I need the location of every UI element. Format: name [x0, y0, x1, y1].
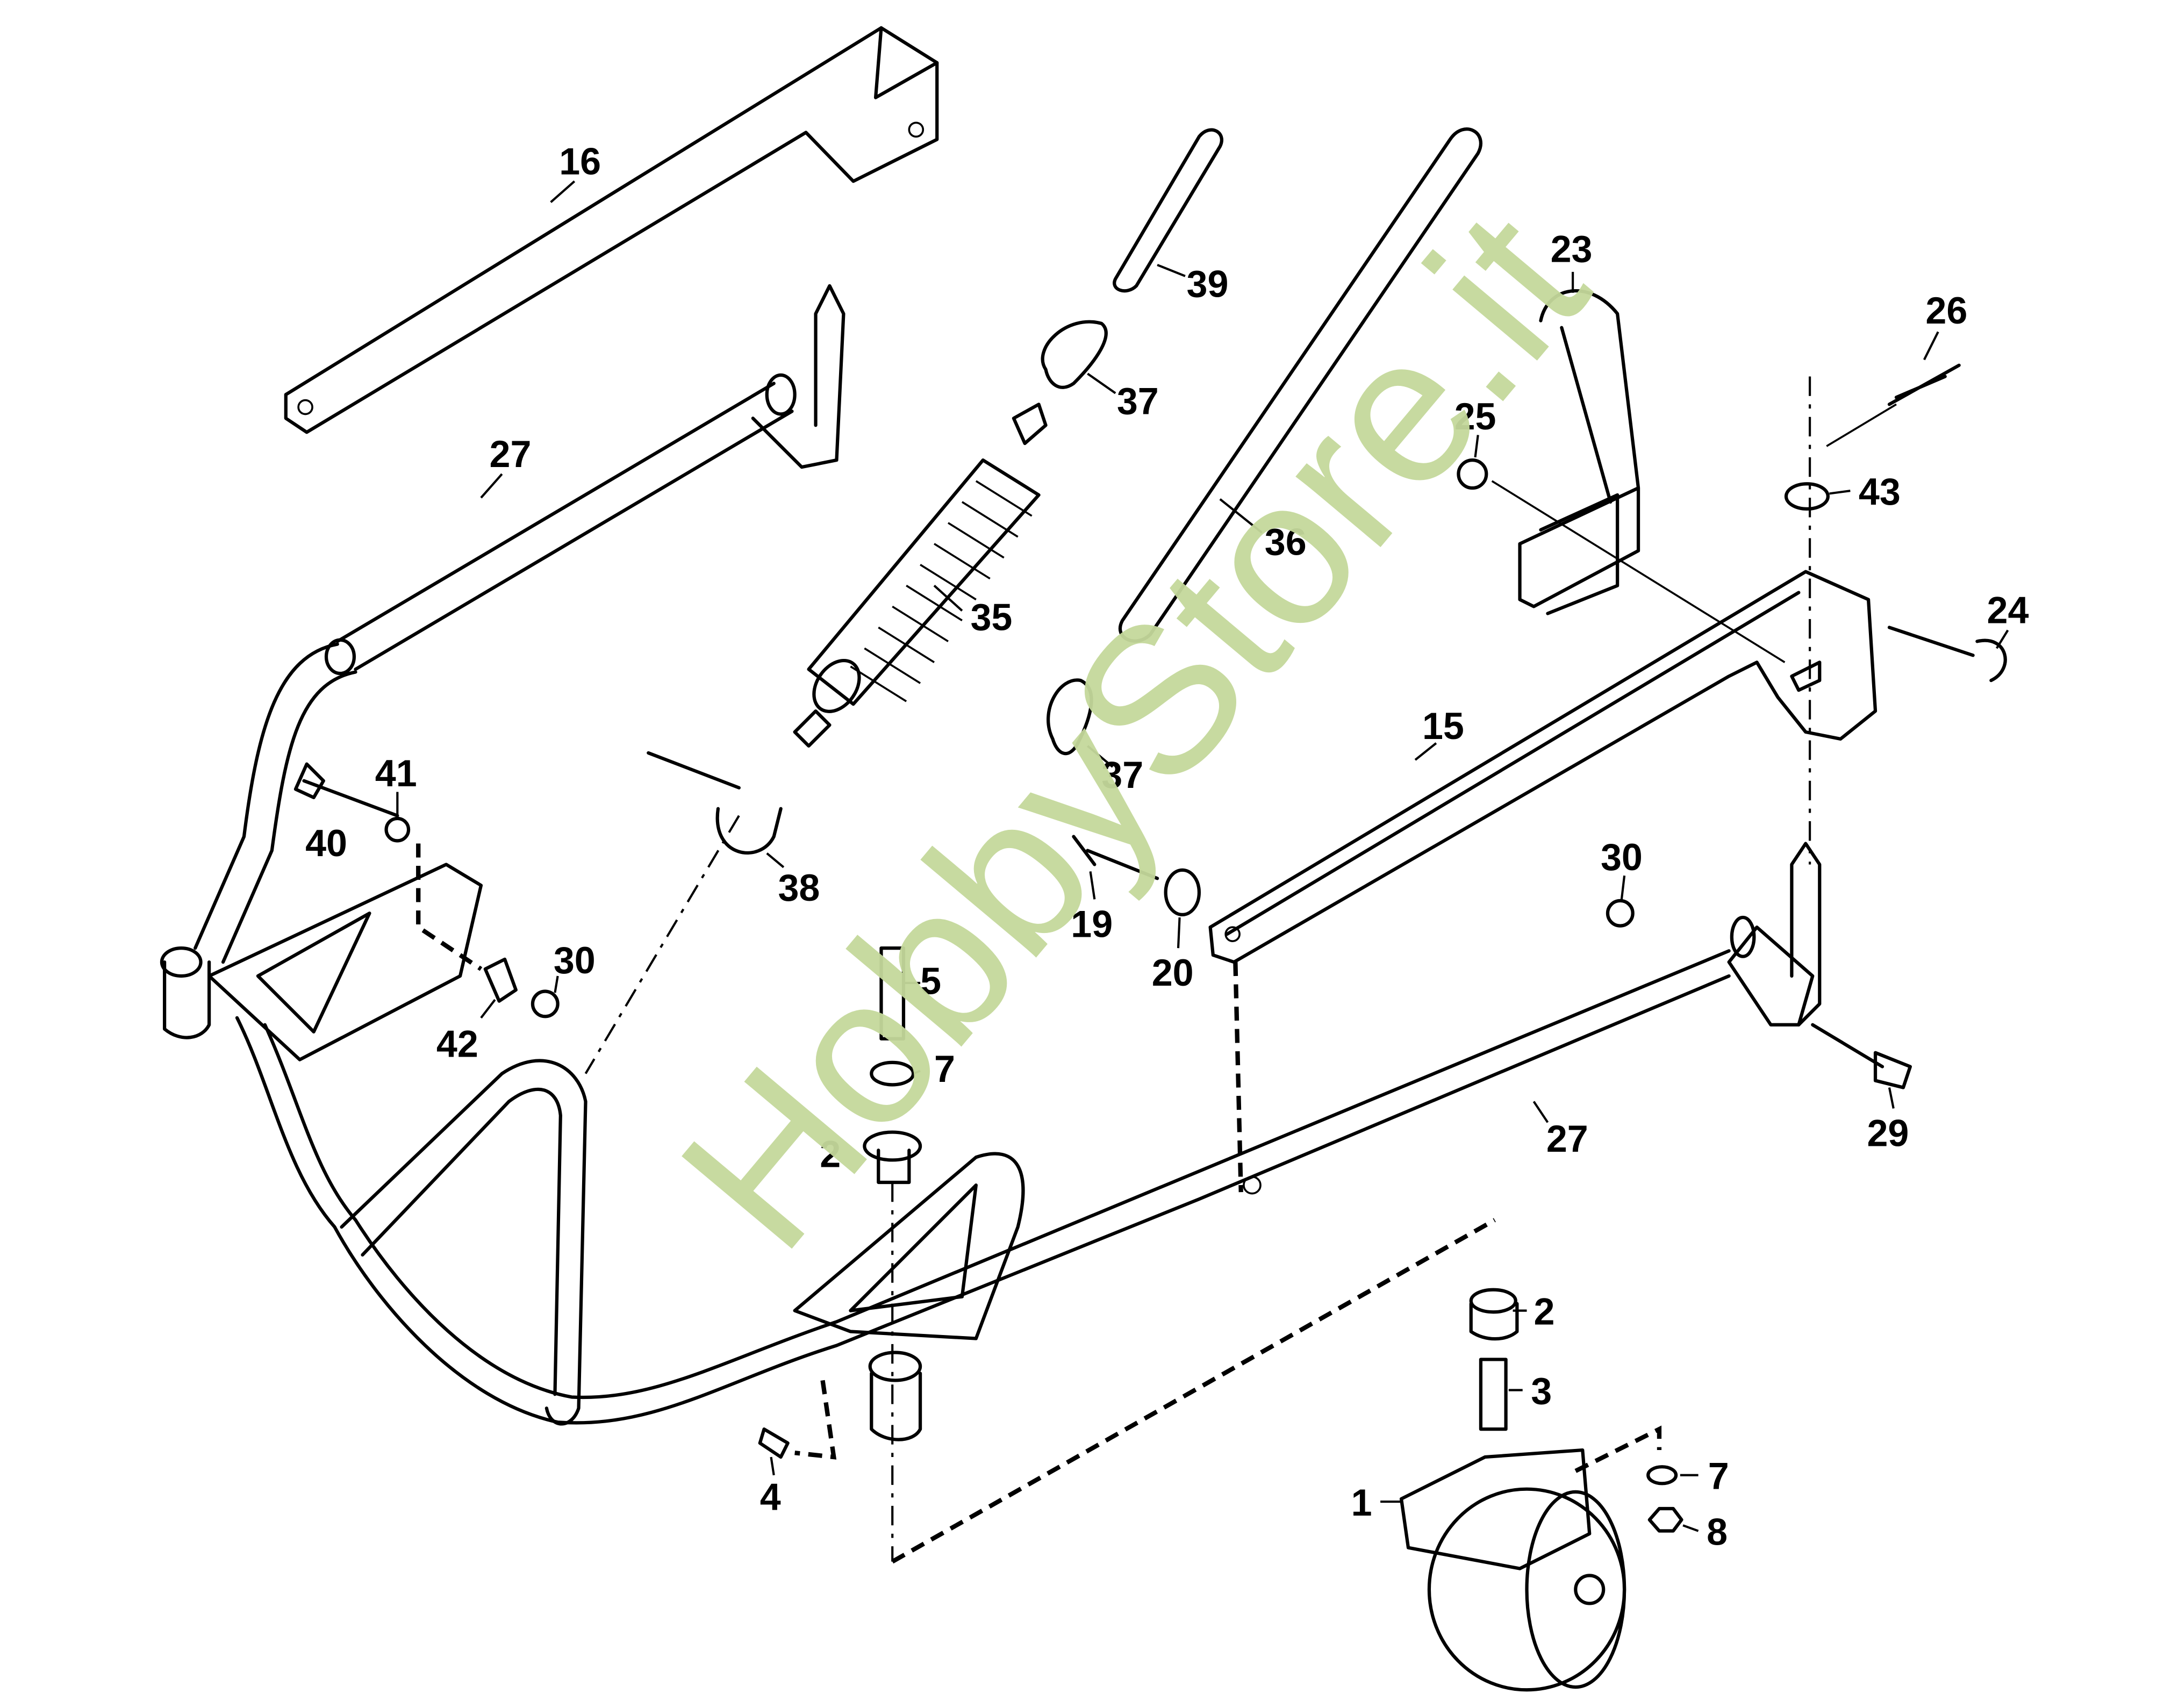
- label-40: 40: [305, 822, 347, 864]
- label-27-upper: 27: [490, 433, 532, 475]
- label-23: 23: [1551, 228, 1593, 270]
- label-43: 43: [1859, 471, 1901, 513]
- label-3: 3: [1531, 1370, 1552, 1412]
- label-20: 20: [1152, 952, 1194, 994]
- label-25: 25: [1454, 396, 1496, 437]
- part-38-shackle: [647, 751, 783, 855]
- label-36: 36: [1265, 521, 1307, 563]
- label-27-lower: 27: [1546, 1118, 1588, 1160]
- main-frame: [160, 642, 1822, 1441]
- label-19: 19: [1071, 903, 1113, 945]
- assembly-lines: [416, 376, 1897, 1564]
- part-35-spring: [793, 403, 1048, 748]
- label-26: 26: [1925, 290, 1967, 332]
- leader-lines: [396, 180, 2009, 1532]
- part-36-chain: [1118, 127, 1482, 643]
- label-39: 39: [1187, 263, 1229, 305]
- part-labels: 16 27 39 37 35 36 23 26 25 43 24 15 37 4…: [305, 140, 2029, 1553]
- label-37-lower: 37: [1101, 754, 1143, 796]
- part-37-hook-upper: [1041, 320, 1108, 389]
- label-41: 41: [375, 752, 417, 794]
- label-30-right: 30: [1601, 836, 1643, 878]
- part-27-upper-tube: [324, 284, 845, 676]
- label-35: 35: [970, 597, 1012, 638]
- label-38: 38: [778, 867, 820, 909]
- label-16: 16: [559, 140, 601, 182]
- label-7-upper: 7: [934, 1048, 955, 1090]
- label-2-upper: 2: [820, 1133, 841, 1175]
- part-23-handle: [1518, 289, 1640, 615]
- label-24: 24: [1987, 590, 2029, 631]
- part-37-hook-lower: [1047, 678, 1093, 756]
- label-7-lower: 7: [1708, 1455, 1729, 1497]
- watermark: HobbyStore.it: [636, 169, 1631, 1291]
- label-42: 42: [436, 1023, 478, 1065]
- label-1: 1: [1351, 1482, 1372, 1524]
- part-16-bracket: [284, 26, 939, 434]
- part-1-caster: [1399, 1288, 1683, 1692]
- label-2-lower: 2: [1534, 1291, 1554, 1333]
- label-29: 29: [1867, 1113, 1909, 1154]
- label-5: 5: [920, 960, 941, 1002]
- label-8: 8: [1707, 1511, 1728, 1553]
- label-4: 4: [760, 1476, 781, 1518]
- label-15: 15: [1422, 705, 1464, 747]
- label-37-upper: 37: [1117, 381, 1159, 422]
- label-30-left: 30: [554, 939, 596, 981]
- part-39-chain: [1113, 128, 1223, 293]
